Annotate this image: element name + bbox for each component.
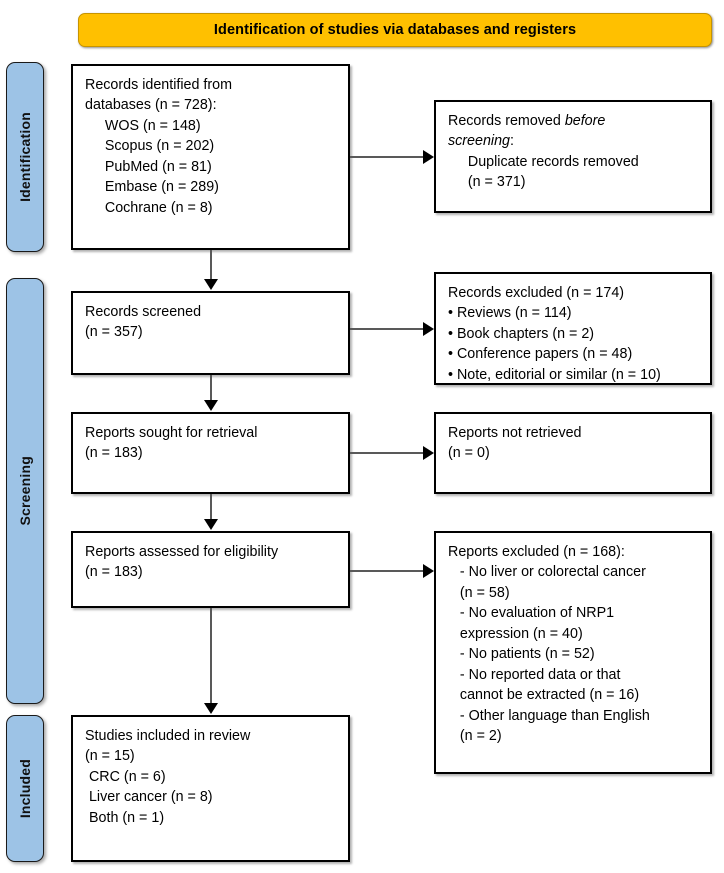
node-records-screened: Records screened (n = 357) xyxy=(71,291,350,375)
removed-italic-before: before xyxy=(564,113,606,129)
arrowhead-down-icon xyxy=(204,400,218,411)
node-reports-not-retrieved-text: Reports not retrieved (n = 0) xyxy=(448,425,582,462)
arrowhead-down-icon xyxy=(204,519,218,530)
node-records-identified: Records identified from databases (n = 7… xyxy=(71,64,350,250)
removed-italic-screening: screening xyxy=(448,133,510,150)
phase-label-screening-text: Screening xyxy=(17,456,33,526)
node-reports-assessed-text: Reports assessed for eligibility (n = 18… xyxy=(85,544,279,581)
node-reports-sought-text: Reports sought for retrieval (n = 183) xyxy=(85,425,258,462)
node-studies-included-text: Studies included in review (n = 15) CRC … xyxy=(85,728,251,826)
phase-label-identification-text: Identification xyxy=(17,112,33,202)
node-reports-assessed: Reports assessed for eligibility (n = 18… xyxy=(71,531,350,608)
phase-label-included: Included xyxy=(6,715,44,862)
connector-assessed-to-excluded xyxy=(350,570,424,572)
node-records-removed-text: Records removed before screening: Duplic… xyxy=(448,111,700,193)
connector-sought-to-assessed xyxy=(210,494,212,520)
connector-identified-to-removed xyxy=(350,156,424,158)
node-reports-not-retrieved: Reports not retrieved (n = 0) xyxy=(434,412,712,494)
arrowhead-right-icon xyxy=(423,322,434,336)
connector-identified-to-screened xyxy=(210,250,212,280)
node-records-excluded: Records excluded (n = 174) • Reviews (n … xyxy=(434,272,712,385)
arrowhead-right-icon xyxy=(423,150,434,164)
node-records-screened-text: Records screened (n = 357) xyxy=(85,304,202,341)
removed-prefix: Records removed xyxy=(448,113,565,129)
arrowhead-down-icon xyxy=(204,279,218,290)
arrowhead-down-icon xyxy=(204,703,218,714)
node-studies-included: Studies included in review (n = 15) CRC … xyxy=(71,715,350,862)
phase-label-screening: Screening xyxy=(6,278,44,704)
node-records-identified-text: Records identified from databases (n = 7… xyxy=(85,77,233,216)
connector-sought-to-not-retrieved xyxy=(350,452,424,454)
node-records-excluded-text: Records excluded (n = 174) • Reviews (n … xyxy=(448,285,661,383)
connector-assessed-to-included xyxy=(210,608,212,704)
phase-label-included-text: Included xyxy=(17,758,33,819)
arrowhead-right-icon xyxy=(423,564,434,578)
connector-screened-to-sought xyxy=(210,375,212,401)
node-reports-excluded: Reports excluded (n = 168): - No liver o… xyxy=(434,531,712,774)
diagram-header-banner: Identification of studies via databases … xyxy=(78,13,712,47)
removed-suffix: : Duplicate records removed (n = 371) xyxy=(467,133,639,191)
diagram-title: Identification of studies via databases … xyxy=(213,22,577,38)
phase-label-identification: Identification xyxy=(6,62,44,252)
node-reports-excluded-text: Reports excluded (n = 168): - No liver o… xyxy=(448,544,650,744)
node-records-removed: Records removed before screening: Duplic… xyxy=(434,100,712,213)
arrowhead-right-icon xyxy=(423,446,434,460)
node-reports-sought: Reports sought for retrieval (n = 183) xyxy=(71,412,350,494)
connector-screened-to-excluded xyxy=(350,328,424,330)
